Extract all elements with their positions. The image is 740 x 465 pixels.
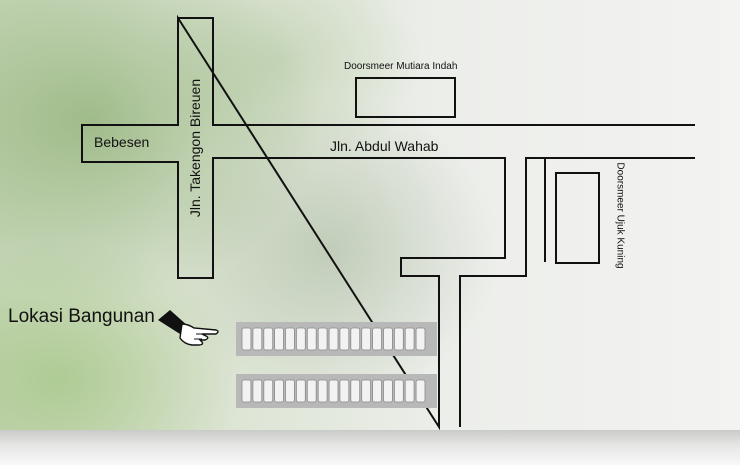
building-unit [274, 327, 284, 351]
building-unit [252, 379, 263, 403]
building-unit [393, 327, 404, 351]
building-unit [328, 379, 339, 403]
building-unit [404, 327, 415, 351]
building-unit [339, 327, 350, 351]
building-unit [252, 327, 263, 351]
building-unit [350, 379, 361, 403]
label-lokasi-bangunan: Lokasi Bangunan [8, 306, 155, 327]
bottom-band [0, 430, 740, 465]
building-unit [350, 327, 361, 351]
building-unit [372, 379, 382, 403]
building-unit [393, 379, 404, 403]
pointing-hand-icon [158, 310, 219, 346]
building-unit [361, 327, 372, 351]
building-unit [383, 327, 393, 351]
building-unit [295, 327, 306, 351]
label-jln-abdul-wahab: Jln. Abdul Wahab [330, 138, 439, 154]
road-outline-main [81, 14, 695, 431]
label-jln-takengon-bireuen: Jln. Takengon Bireuen [187, 78, 203, 218]
building-unit [274, 379, 284, 403]
label-doorsmeer-mutiara-indah: Doorsmeer Mutiara Indah [344, 61, 458, 72]
building-unit [285, 379, 295, 403]
label-bebesen: Bebesen [94, 134, 150, 150]
building-unit [263, 327, 274, 351]
building-unit [317, 327, 328, 351]
label-doorsmeer-ujuk-kuning: Doorsmeer Ujuk Kuning [614, 162, 626, 269]
building-unit [263, 379, 274, 403]
building-unit [404, 379, 415, 403]
building-unit [317, 379, 328, 403]
building-unit [415, 379, 426, 403]
doorsmeer-ujuk-kuning-building [555, 172, 600, 264]
building-unit [383, 379, 393, 403]
building-unit [339, 379, 350, 403]
building-unit [285, 327, 295, 351]
building-unit [361, 379, 372, 403]
building-unit [241, 327, 252, 351]
building-unit [372, 327, 382, 351]
doorsmeer-mutiara-indah-building [355, 77, 456, 118]
building-unit [415, 327, 426, 351]
building-unit [241, 379, 252, 403]
building-unit [295, 379, 306, 403]
building-unit [306, 327, 317, 351]
building-unit [306, 379, 317, 403]
building-unit [328, 327, 339, 351]
